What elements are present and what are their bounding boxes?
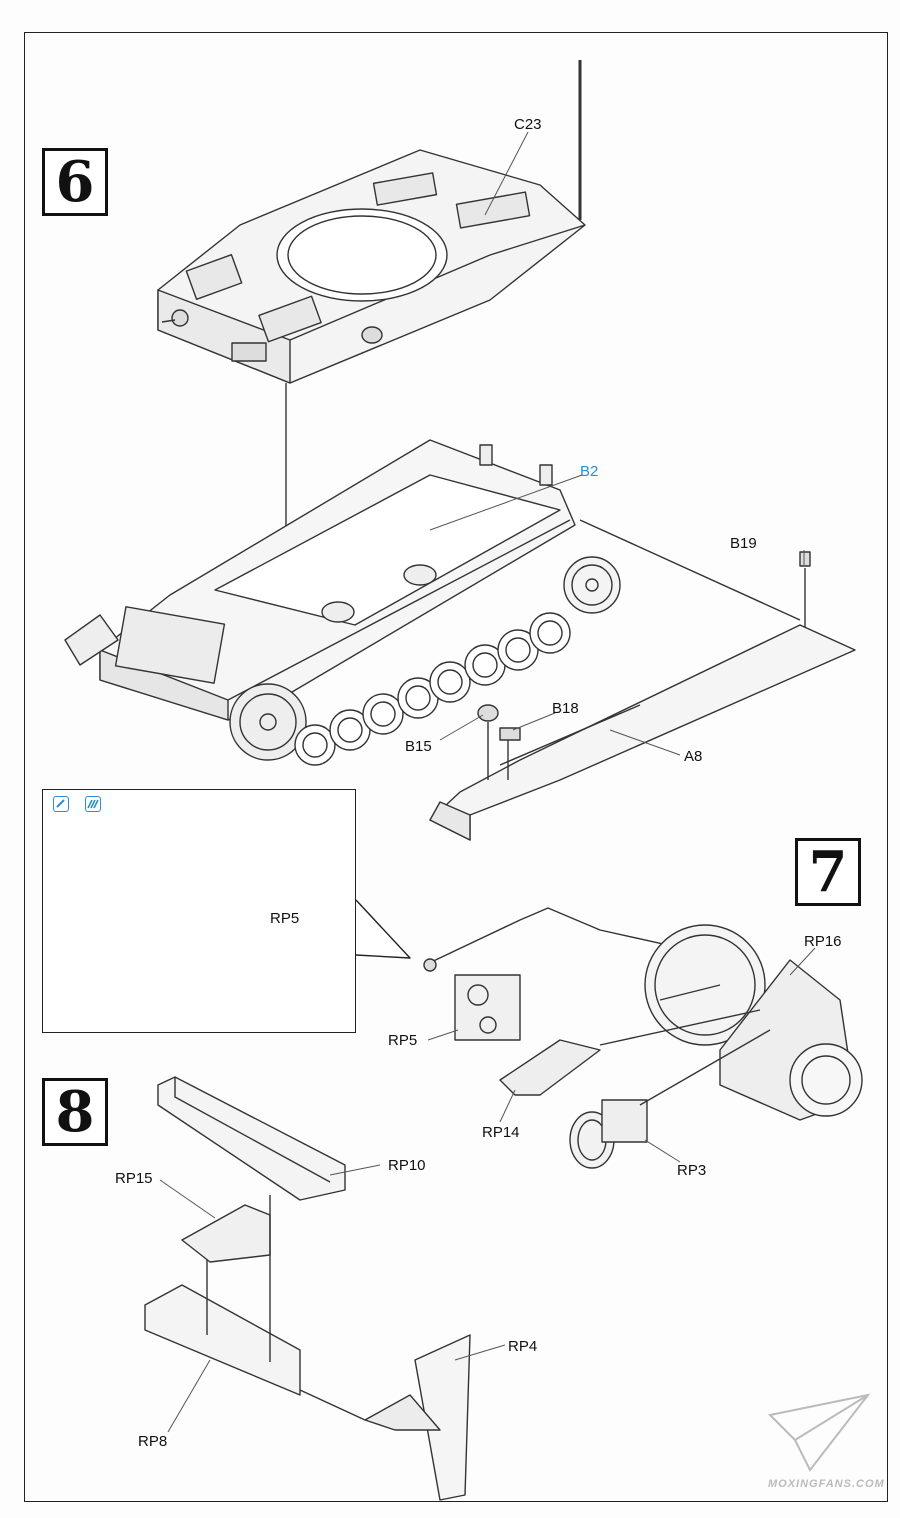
part-label-b15: B15	[405, 738, 432, 755]
part-label-rp15: RP15	[115, 1170, 153, 1187]
instruction-sheet	[24, 32, 888, 1502]
watermark-text: MOXINGFANS.COM	[768, 1478, 885, 1490]
upper-hull-drawing	[157, 60, 586, 650]
part-label-a8: A8	[684, 748, 703, 765]
part-label-rp16: RP16	[804, 933, 842, 950]
part-label-rp5-inset: RP5	[270, 910, 300, 927]
part-label-rp4: RP4	[508, 1338, 538, 1355]
step-6-box: 6	[42, 148, 108, 216]
part-label-c23: C23	[514, 116, 542, 133]
watermark-logo	[767, 1393, 871, 1472]
lower-hull-drawing	[64, 439, 806, 766]
part-label-b19: B19	[730, 535, 757, 552]
part-label-b18: B18	[552, 700, 579, 717]
detail-inset	[42, 789, 356, 1033]
step8-drawing	[144, 1076, 471, 1501]
step-8-box: 8	[42, 1078, 108, 1146]
part-label-rp10: RP10	[388, 1157, 426, 1174]
part-label-rp3: RP3	[677, 1162, 707, 1179]
step7-drawing	[423, 907, 863, 1169]
fender-drawing	[429, 551, 856, 841]
brush-icon	[53, 796, 69, 812]
hatch-icon	[85, 796, 101, 812]
part-label-rp8: RP8	[138, 1433, 168, 1450]
step-7-box: 7	[795, 838, 861, 906]
part-label-b2: B2	[580, 463, 599, 480]
part-label-rp14: RP14	[482, 1124, 520, 1141]
part-label-rp5: RP5	[388, 1032, 418, 1049]
